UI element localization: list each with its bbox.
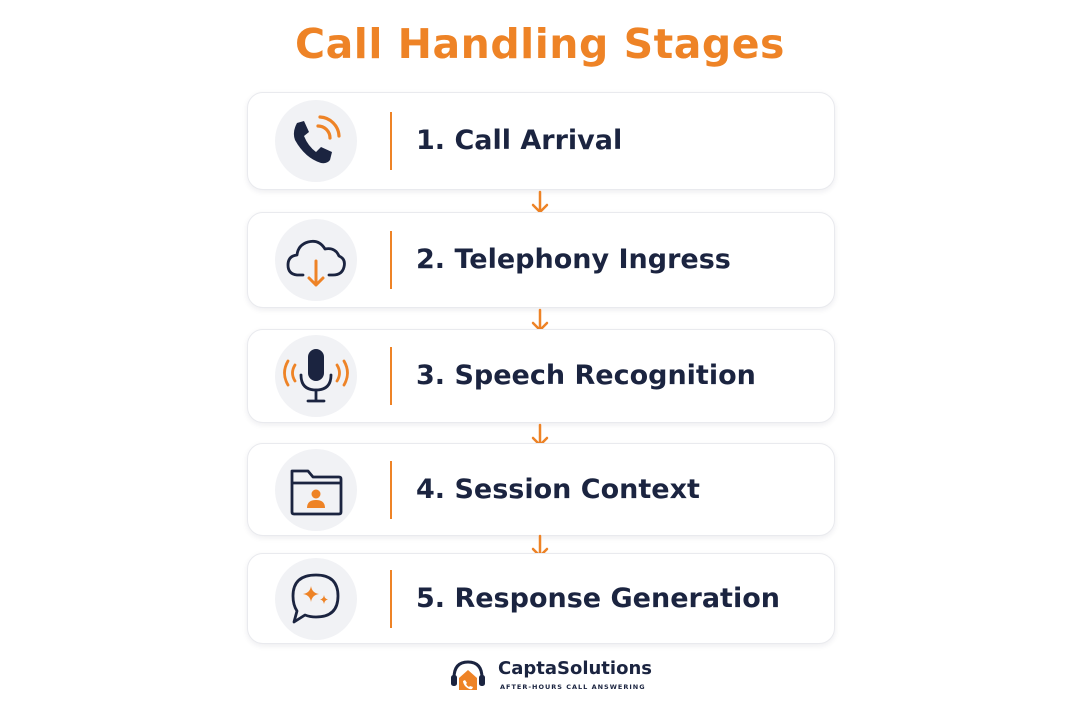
stage-divider [390, 570, 392, 628]
stage-divider [390, 231, 392, 289]
stage-card-5: 5. Response Generation [247, 553, 835, 644]
stage-label: 5. Response Generation [416, 583, 780, 614]
stage-label: 1. Call Arrival [416, 125, 623, 156]
stage-label: 4. Session Context [416, 474, 700, 505]
cloud-download-icon [275, 219, 357, 301]
stage-divider [390, 347, 392, 405]
brand-name: CaptaSolutions [498, 658, 652, 679]
stage-label: 3. Speech Recognition [416, 360, 756, 391]
brand-logo-block: CaptaSolutions AFTER-HOURS CALL ANSWERIN… [448, 656, 652, 700]
microphone-icon [275, 335, 357, 417]
chat-sparkle-icon [275, 558, 357, 640]
stage-card-1: 1. Call Arrival [247, 92, 835, 190]
page-title: Call Handling Stages [295, 20, 785, 68]
stage-card-2: 2. Telephony Ingress [247, 212, 835, 308]
stage-label: 2. Telephony Ingress [416, 244, 731, 275]
stage-divider [390, 112, 392, 170]
headset-house-logo [451, 660, 485, 690]
folder-user-icon [275, 449, 357, 531]
stage-divider [390, 461, 392, 519]
stage-card-4: 4. Session Context [247, 443, 835, 536]
stage-card-3: 3. Speech Recognition [247, 329, 835, 423]
phone-ringing-icon [275, 100, 357, 182]
brand-tagline: AFTER-HOURS CALL ANSWERING [500, 683, 646, 691]
